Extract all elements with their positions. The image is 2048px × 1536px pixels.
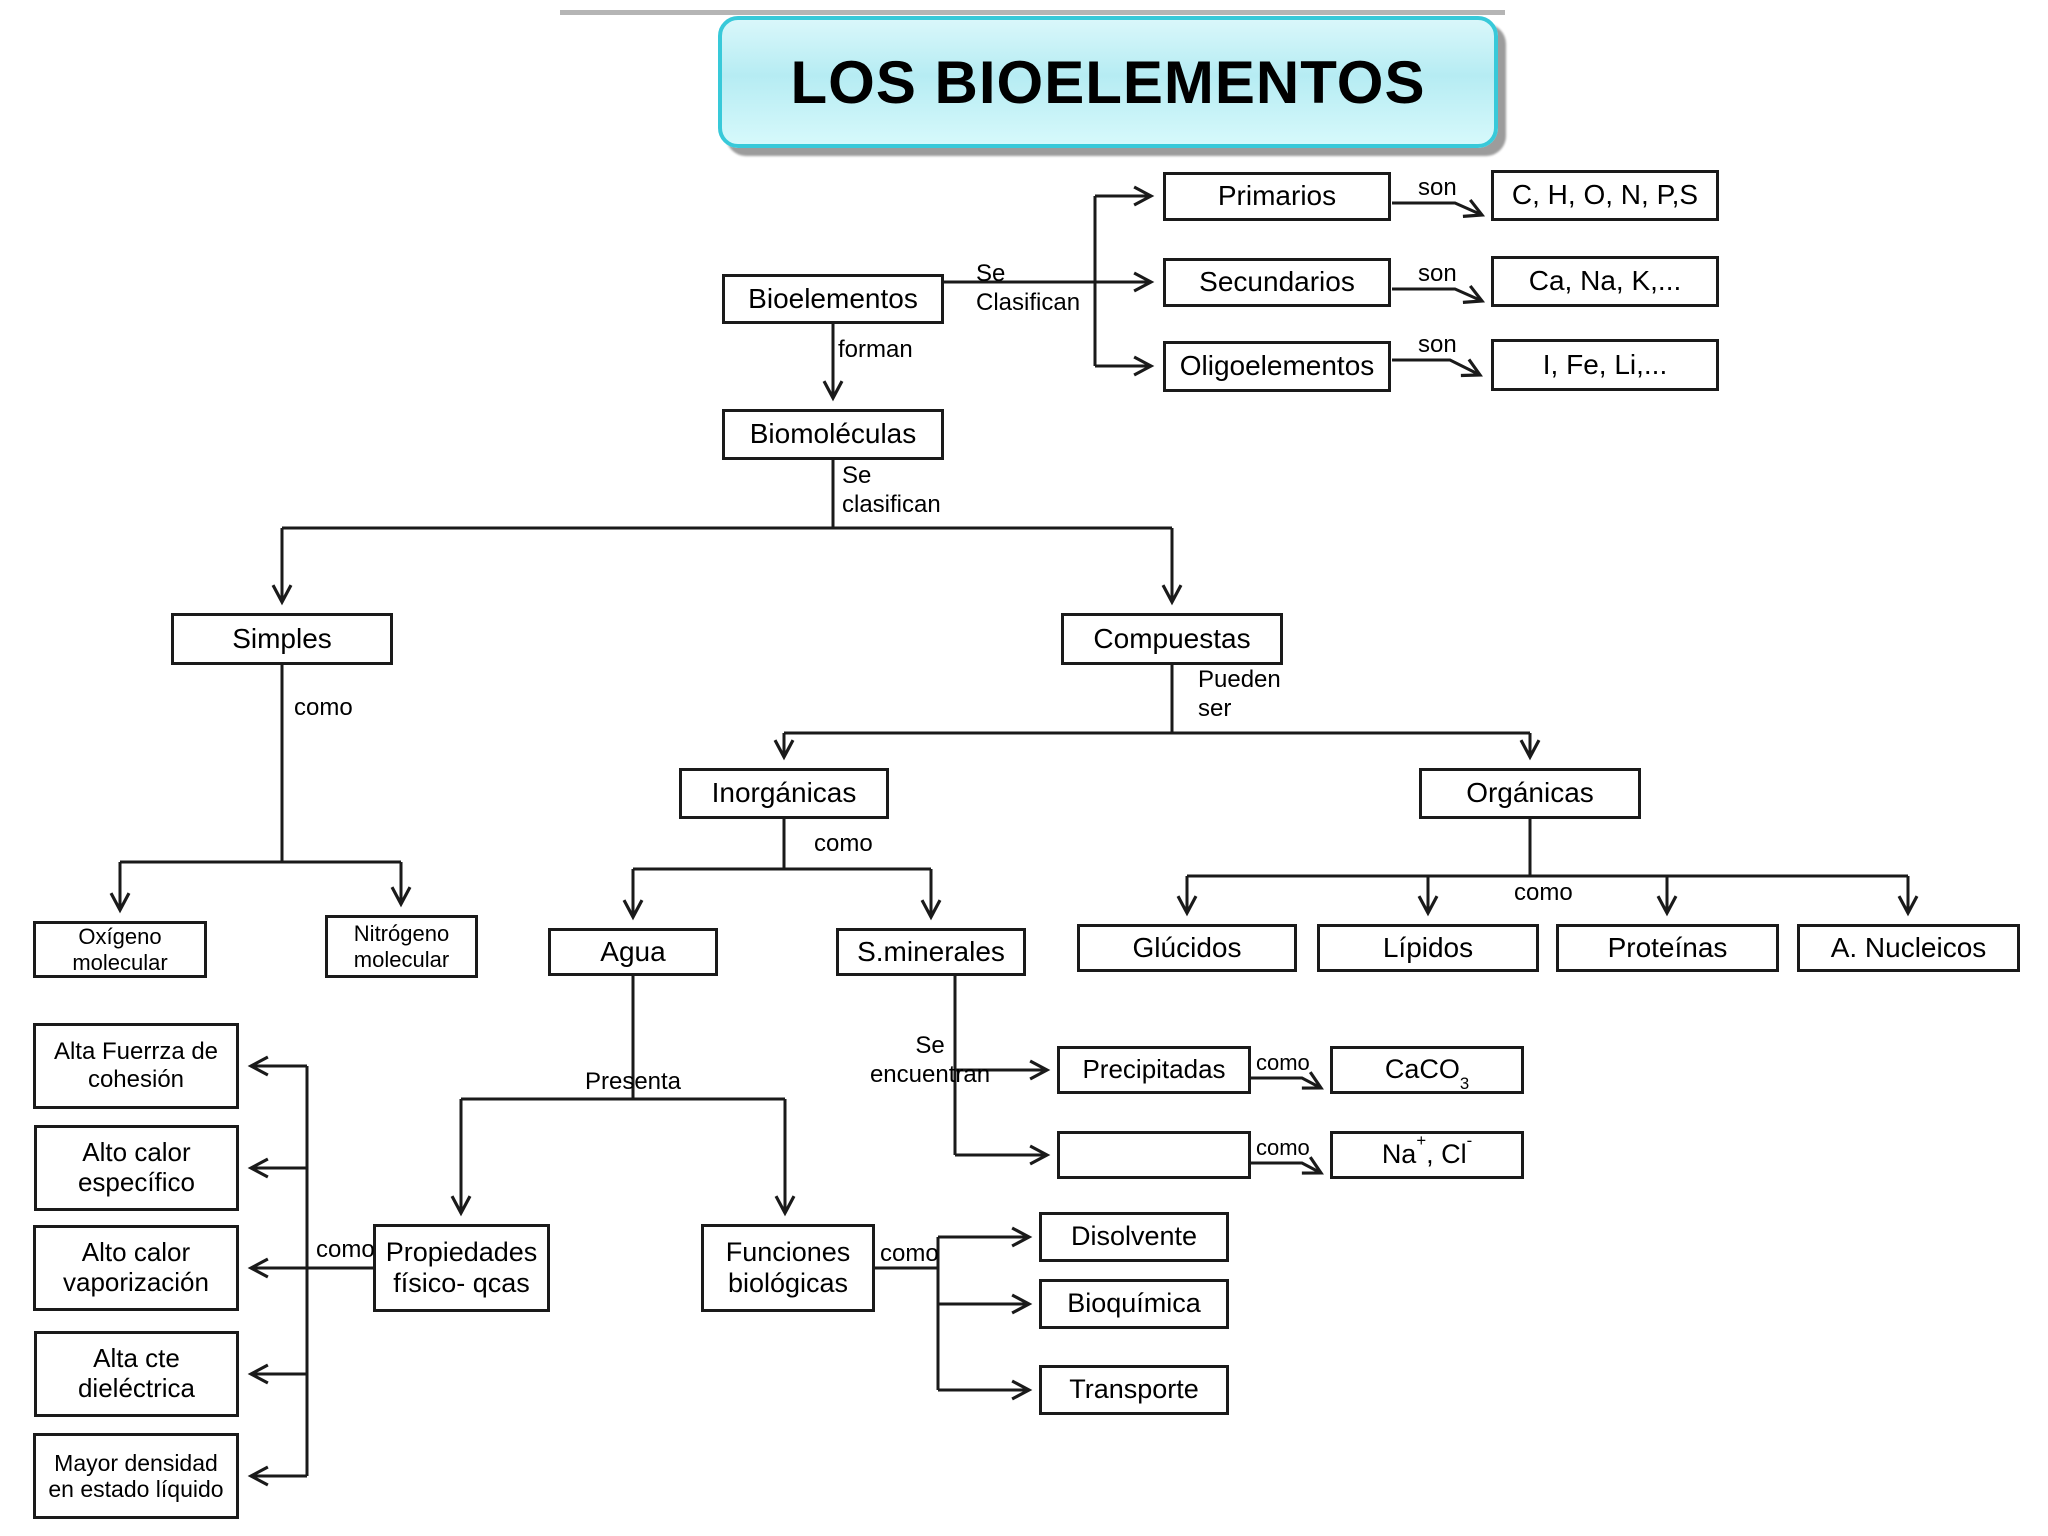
- node-funciones-biologicas: Funciones biológicas: [701, 1224, 875, 1312]
- node-disolvente: Disolvente: [1039, 1212, 1229, 1262]
- node-compuestas: Compuestas: [1061, 613, 1283, 665]
- edge-label-presenta: Presenta: [584, 1068, 682, 1095]
- node-simples: Simples: [171, 613, 393, 665]
- node-alta-fuerza-cohesion: Alta Fuerrza de cohesión: [33, 1023, 239, 1109]
- edge-label-como-disueltas: como: [1256, 1135, 1310, 1160]
- node-na-cl: Na+, Cl-: [1330, 1131, 1524, 1179]
- node-s-minerales: S.minerales: [836, 928, 1026, 976]
- edge-label-como-precipitadas: como: [1256, 1050, 1310, 1075]
- node-a-nucleicos: A. Nucleicos: [1797, 924, 2020, 972]
- node-alto-calor-especifico: Alto calor específico: [34, 1125, 239, 1211]
- edge-label-como-funciones: como: [880, 1240, 939, 1267]
- cl-base: , Cl: [1426, 1139, 1467, 1170]
- node-glucidos: Glúcidos: [1077, 924, 1297, 972]
- node-bioquimica: Bioquímica: [1039, 1279, 1229, 1329]
- caco3-base: CaCO: [1384, 1054, 1460, 1085]
- node-proteinas: Proteínas: [1556, 924, 1779, 972]
- node-oxigeno-molecular: Oxígeno molecular: [33, 921, 207, 978]
- node-lipidos: Lípidos: [1317, 924, 1539, 972]
- edge-label-son-secundarios: son: [1418, 260, 1457, 287]
- node-biomoleculas: Biomoléculas: [722, 409, 944, 460]
- edge-label-son-oligoelementos: son: [1418, 331, 1457, 358]
- edge-label-como-organicas: como: [1514, 879, 1573, 906]
- edge-label-son-primarios: son: [1418, 174, 1457, 201]
- na-base: Na: [1381, 1139, 1417, 1170]
- node-mayor-densidad: Mayor densidad en estado líquido: [33, 1433, 239, 1519]
- node-precipitadas: Precipitadas: [1057, 1046, 1251, 1094]
- node-propiedades-fisico-qcas: Propiedades físico- qcas: [373, 1224, 550, 1312]
- node-alto-calor-vaporizacion: Alto calor vaporización: [33, 1225, 239, 1311]
- diagram-edges: [109, 185, 1919, 1487]
- node-secundarios: Secundarios: [1163, 258, 1391, 307]
- edge-label-se-encuentran: Se encuentran: [869, 1032, 991, 1088]
- node-primarios-elementos: C, H, O, N, P,S: [1491, 170, 1719, 221]
- edge-label-como-simples: como: [294, 694, 353, 721]
- node-primarios: Primarios: [1163, 172, 1391, 221]
- edge-label-pueden-ser: Pueden ser: [1198, 666, 1281, 722]
- edge-label-se-clasifican: Se Clasifican: [976, 260, 1081, 316]
- node-oligoelementos: Oligoelementos: [1163, 341, 1391, 392]
- edge-label-forman: forman: [838, 336, 913, 363]
- node-transporte: Transporte: [1039, 1365, 1229, 1415]
- node-inorganicas: Inorgánicas: [679, 768, 889, 819]
- node-oligoelementos-elementos: I, Fe, Li,...: [1491, 339, 1719, 391]
- node-secundarios-elementos: Ca, Na, K,...: [1491, 256, 1719, 307]
- node-bioelementos: Bioelementos: [722, 274, 944, 324]
- na-superscript: +: [1416, 1130, 1427, 1150]
- node-agua: Agua: [548, 928, 718, 976]
- diagram-title-text: LOS BIOELEMENTOS: [790, 48, 1426, 116]
- na-cl-formula: Na+, Cl-: [1381, 1132, 1472, 1170]
- edge-label-se-clasifican-bio: Se clasifican: [842, 462, 941, 518]
- cl-superscript: -: [1466, 1130, 1473, 1150]
- edge-label-como-inorganicas: como: [814, 830, 873, 857]
- diagram-title: LOS BIOELEMENTOS: [718, 16, 1498, 148]
- node-disueltas: [1057, 1131, 1251, 1179]
- node-caco3: CaCO3: [1330, 1046, 1524, 1094]
- caco3-formula: CaCO3: [1384, 1054, 1469, 1091]
- node-nitrogeno-molecular: Nitrógeno molecular: [325, 915, 478, 978]
- top-scrubber-artifact: [560, 10, 1505, 15]
- node-alta-cte-dielectrica: Alta cte dieléctrica: [34, 1331, 239, 1417]
- edge-label-como-propiedades: como: [316, 1236, 375, 1263]
- node-organicas: Orgánicas: [1419, 768, 1641, 819]
- caco3-subscript: 3: [1459, 1073, 1470, 1093]
